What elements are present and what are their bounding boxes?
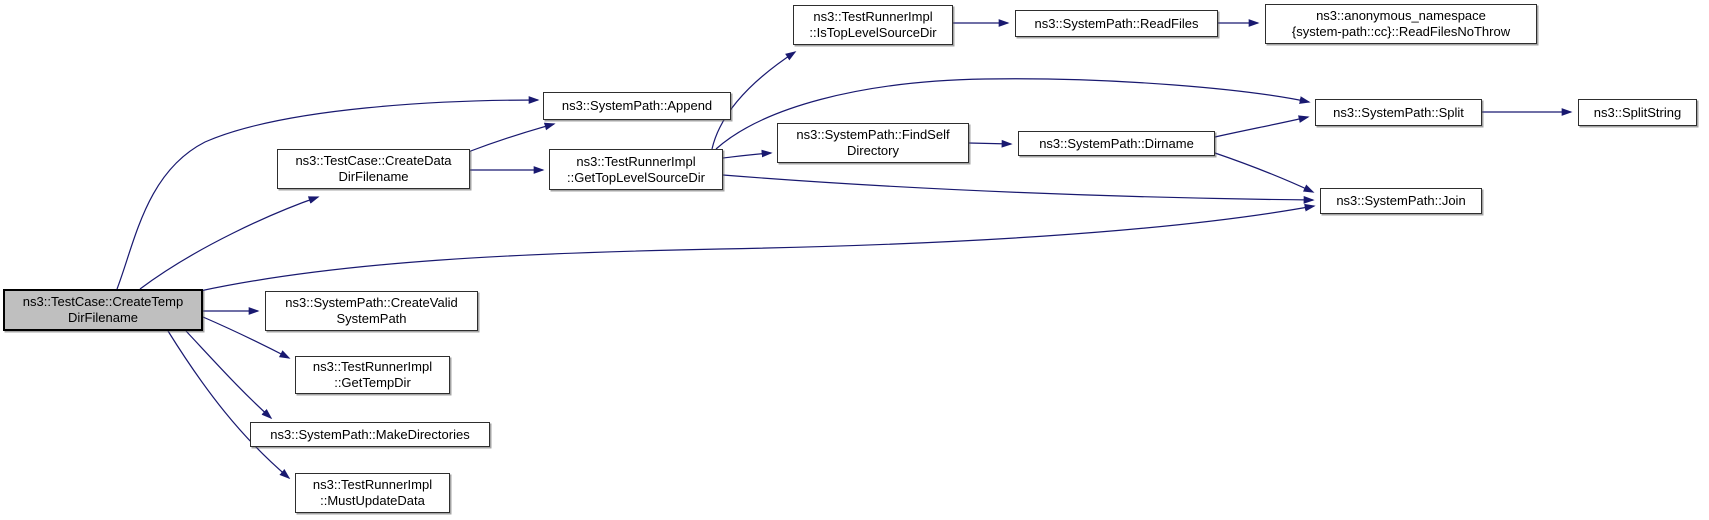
node-system-path-find-self-directory[interactable]: ns3::SystemPath::FindSelf Directory — [777, 123, 969, 163]
edge-create-temp-dir-filename-to-append — [116, 96, 540, 290]
edge-create-temp-dir-filename-to-make-directories — [185, 330, 273, 420]
edge-dirname-to-join — [1214, 152, 1315, 193]
node-system-path-split[interactable]: ns3::SystemPath::Split — [1315, 99, 1482, 126]
node-test-runner-impl-get-temp-dir[interactable]: ns3::TestRunnerImpl ::GetTempDir — [295, 356, 450, 394]
edge-dirname-to-split — [1214, 115, 1310, 138]
node-test-runner-impl-get-top-level-source-dir[interactable]: ns3::TestRunnerImpl ::GetTopLevelSourceD… — [549, 149, 723, 190]
edge-find-self-directory-to-dirname — [968, 139, 1013, 148]
node-test-case-create-temp-dir-filename[interactable]: ns3::TestCase::CreateTemp DirFilename — [3, 289, 203, 331]
node-system-path-dirname[interactable]: ns3::SystemPath::Dirname — [1018, 131, 1215, 156]
edge-get-top-level-source-dir-to-find-self-directory — [722, 149, 773, 159]
node-system-path-read-files[interactable]: ns3::SystemPath::ReadFiles — [1015, 10, 1218, 37]
node-anonymous-namespace-read-files-no-throw[interactable]: ns3::anonymous_namespace {system-path::c… — [1265, 4, 1537, 44]
edge-create-data-dir-filename-to-append — [467, 122, 556, 153]
node-split-string[interactable]: ns3::SplitString — [1578, 99, 1697, 126]
node-test-runner-impl-is-top-level-source-dir[interactable]: ns3::TestRunnerImpl ::IsTopLevelSourceDi… — [793, 5, 953, 45]
edge-create-temp-dir-filename-to-must-update-data — [167, 330, 291, 480]
node-system-path-create-valid-system-path[interactable]: ns3::SystemPath::CreateValid SystemPath — [265, 291, 478, 331]
edge-create-temp-dir-filename-to-join — [199, 203, 1316, 292]
node-system-path-make-directories[interactable]: ns3::SystemPath::MakeDirectories — [250, 422, 490, 447]
edge-get-top-level-source-dir-to-is-top-level-source-dir — [711, 51, 797, 150]
edge-create-temp-dir-filename-to-get-temp-dir — [202, 316, 291, 359]
edge-get-top-level-source-dir-to-split — [715, 78, 1311, 150]
node-test-case-create-data-dir-filename[interactable]: ns3::TestCase::CreateData DirFilename — [277, 149, 470, 189]
edge-create-temp-dir-filename-to-create-data-dir-filename — [139, 196, 320, 290]
node-test-runner-impl-must-update-data[interactable]: ns3::TestRunnerImpl ::MustUpdateData — [295, 473, 450, 513]
edge-get-top-level-source-dir-to-join — [722, 174, 1315, 204]
node-system-path-append[interactable]: ns3::SystemPath::Append — [543, 92, 731, 120]
node-system-path-join[interactable]: ns3::SystemPath::Join — [1320, 188, 1482, 214]
